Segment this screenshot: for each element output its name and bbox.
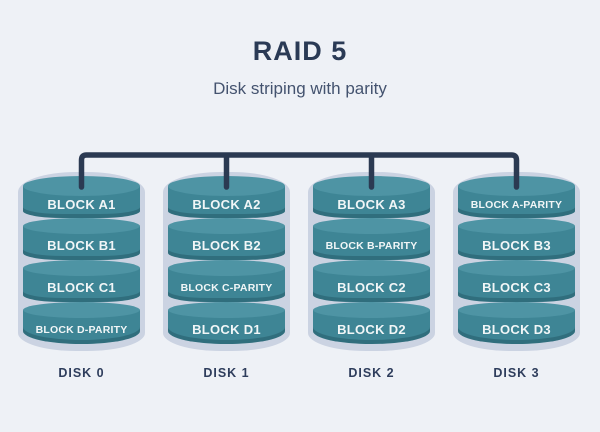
disk-block: BLOCK A3 (313, 176, 430, 218)
disk-block: BLOCK B-PARITY (313, 218, 430, 260)
block-label: BLOCK B1 (47, 238, 116, 253)
cylinder-top-ellipse (313, 218, 430, 234)
disk-block: BLOCK D3 (458, 302, 575, 344)
cylinder-top-ellipse (23, 302, 140, 318)
block-label: BLOCK C-PARITY (180, 281, 273, 294)
disk-block: BLOCK A1 (23, 176, 140, 218)
cylinder-top-ellipse (313, 260, 430, 276)
disk-block: BLOCK C-PARITY (168, 260, 285, 302)
disk-outline: BLOCK A2 BLOCK B2 BLOCK C-PARITY (163, 172, 290, 351)
cylinder-top-ellipse (23, 176, 140, 196)
block-label: BLOCK D-PARITY (35, 323, 128, 336)
block-label: BLOCK A1 (47, 197, 116, 212)
block-label: BLOCK A3 (337, 197, 406, 212)
disk-label: DISK 2 (348, 366, 395, 380)
disk-block: BLOCK C3 (458, 260, 575, 302)
disk-1: BLOCK A2 BLOCK B2 BLOCK C-PARITY (163, 172, 290, 380)
cylinder-top-ellipse (168, 302, 285, 318)
disk-label: DISK 1 (203, 366, 250, 380)
disk-block: BLOCK A-PARITY (458, 176, 575, 218)
cylinder-top-ellipse (168, 260, 285, 276)
bus-line (78, 152, 520, 190)
cylinder-top-ellipse (168, 218, 285, 234)
disk-label: DISK 3 (493, 366, 540, 380)
block-label: BLOCK D2 (337, 322, 406, 337)
block-label: BLOCK B3 (482, 238, 551, 253)
disk-block: BLOCK D2 (313, 302, 430, 344)
block-label: BLOCK C3 (482, 280, 551, 295)
cylinder-top-ellipse (313, 176, 430, 196)
cylinder-top-ellipse (458, 176, 575, 196)
disk-block: BLOCK C2 (313, 260, 430, 302)
disk-cylinder: BLOCK A1 BLOCK B1 BLOCK C1 (23, 176, 140, 344)
block-label: BLOCK D3 (482, 322, 551, 337)
block-label: BLOCK B-PARITY (325, 239, 418, 252)
disk-block: BLOCK B2 (168, 218, 285, 260)
block-label: BLOCK A-PARITY (470, 198, 563, 211)
cylinder-top-ellipse (313, 302, 430, 318)
disk-outline: BLOCK A-PARITY BLOCK B3 BLOCK C3 (453, 172, 580, 351)
block-label: BLOCK C1 (47, 280, 116, 295)
cylinder-body: BLOCK A3 (313, 186, 430, 218)
cylinder-top-ellipse (23, 260, 140, 276)
disk-label: DISK 0 (58, 366, 105, 380)
cylinder-top-ellipse (458, 302, 575, 318)
disk-outline: BLOCK A1 BLOCK B1 BLOCK C1 (18, 172, 145, 351)
block-label: BLOCK A2 (192, 197, 261, 212)
block-label: BLOCK D1 (192, 322, 261, 337)
disk-cylinder: BLOCK A-PARITY BLOCK B3 BLOCK C3 (458, 176, 575, 344)
disk-outline: BLOCK A3 BLOCK B-PARITY BLOCK C2 (308, 172, 435, 351)
disk-block: BLOCK D-PARITY (23, 302, 140, 344)
disk-3: BLOCK A-PARITY BLOCK B3 BLOCK C3 (453, 172, 580, 380)
disk-block: BLOCK B3 (458, 218, 575, 260)
disk-0: BLOCK A1 BLOCK B1 BLOCK C1 (18, 172, 145, 380)
disk-block: BLOCK C1 (23, 260, 140, 302)
disk-block: BLOCK B1 (23, 218, 140, 260)
cylinder-top-ellipse (168, 176, 285, 196)
cylinder-top-ellipse (458, 260, 575, 276)
page-title: RAID 5 (252, 36, 348, 66)
disk-cylinder: BLOCK A2 BLOCK B2 BLOCK C-PARITY (168, 176, 285, 344)
disk-cylinder: BLOCK A3 BLOCK B-PARITY BLOCK C2 (313, 176, 430, 344)
disk-block: BLOCK A2 (168, 176, 285, 218)
cylinder-top-ellipse (23, 218, 140, 234)
disk-2: BLOCK A3 BLOCK B-PARITY BLOCK C2 (308, 172, 435, 380)
page-subtitle: Disk striping with parity (213, 79, 387, 98)
block-label: BLOCK B2 (192, 238, 261, 253)
block-label: BLOCK C2 (337, 280, 406, 295)
cylinder-top-ellipse (458, 218, 575, 234)
disk-block: BLOCK D1 (168, 302, 285, 344)
